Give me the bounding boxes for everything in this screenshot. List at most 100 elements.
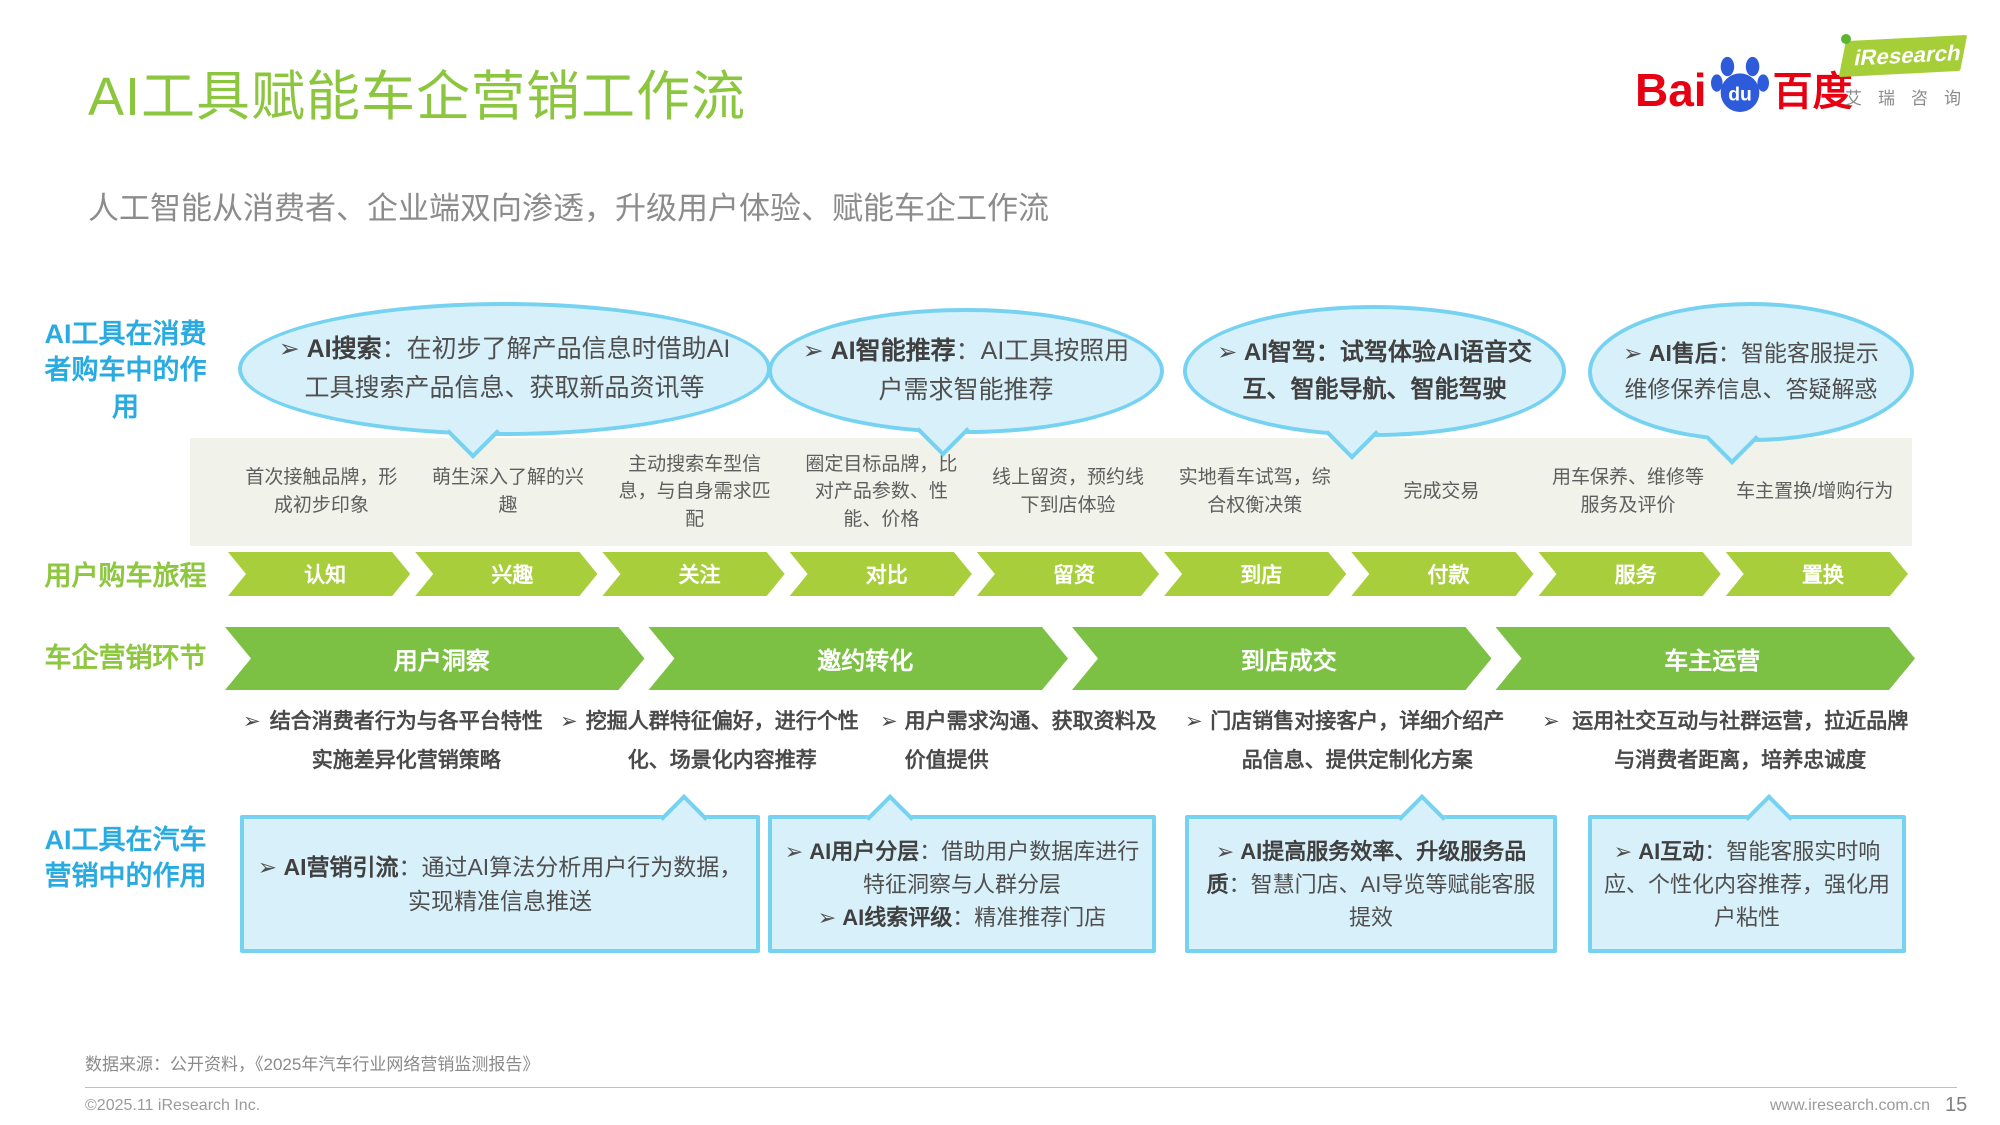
arrow-marker-icon: ➢ (1613, 838, 1633, 864)
marketing-step: 到店成交 (1072, 627, 1492, 690)
aibox-keyword: AI提高服务效率、升级服务品质 (1206, 838, 1527, 897)
journey-step: 到店 (1164, 552, 1346, 596)
arrow-marker-icon: ➢ (278, 335, 300, 364)
marketing-note: ➢ 运用社交互动与社群运营，拉近品牌与消费者距离，培养忠诚度 (1542, 703, 1914, 781)
arrow-marker-icon: ➢ (802, 337, 824, 366)
iresearch-logo: iResearch 艾 瑞 咨 询 (1838, 34, 1968, 109)
aibox-marketing-traffic: ➢ AI营销引流：通过AI算法分析用户行为数据，实现精准信息推送 (240, 793, 760, 953)
bubble-text: ➢ AI售后：智能客服提示维修保养信息、答疑解惑 (1592, 330, 1910, 413)
stage-description: 完成交易 (1403, 481, 1480, 503)
arrow-marker-icon: ➢ (784, 838, 804, 864)
box-tail-icon (660, 793, 709, 843)
aibox-item: ➢ AI线索评级：精准推荐门店 (818, 901, 1107, 934)
journey-step: 对比 (790, 552, 972, 596)
aibox-detail: ：精准推荐门店 (952, 904, 1107, 930)
stage-description: 用车保养、维修等服务及评价 (1552, 467, 1705, 516)
stage-description: 实地看车试驾，综合权衡决策 (1178, 467, 1331, 516)
marketing-steps-row: 用户洞察 邀约转化 到店成交 车主运营 (225, 627, 1915, 690)
journey-steps-row: 认知 兴趣 关注 对比 留资 到店 付款 服务 置换 (228, 552, 1908, 596)
stage-description: 主动搜索车型信息，与自身需求匹配 (618, 453, 771, 530)
aibox-user-segmentation: ➢ AI用户分层：借助用户数据库进行特征洞察与人群分层 ➢ AI线索评级：精准推… (768, 793, 1156, 953)
aibox-item: ➢ AI用户分层：借助用户数据库进行特征洞察与人群分层 (782, 835, 1142, 901)
journey-step: 认知 (228, 552, 410, 596)
marketing-note-text: 门店销售对接客户，详细介绍产品信息、提供定制化方案 (1210, 710, 1505, 772)
bubble-text: ➢ AI智能推荐：AI工具按照用户需求智能推荐 (772, 326, 1160, 416)
iresearch-logo-cn: 艾 瑞 咨 询 (1843, 84, 1963, 109)
iresearch-cn-char: 询 (1944, 89, 1961, 108)
journey-step: 关注 (602, 552, 784, 596)
journey-step: 置换 (1726, 552, 1908, 596)
marketing-note: ➢ 用户需求沟通、获取资料及价值提供 (880, 703, 1165, 781)
journey-step: 兴趣 (415, 552, 597, 596)
marketing-note-text: 挖掘人群特征偏好，进行个性化、场景化内容推荐 (585, 710, 859, 772)
aibox-interaction: ➢ AI互动：智能客服实时响应、个性化内容推荐，强化用户粘性 (1588, 793, 1906, 953)
bubble-keyword: AI智驾：试驾体验AI语音交互、智能导航、智能驾驶 (1242, 338, 1532, 403)
journey-stage-descriptions: 首次接触品牌，形成初步印象 萌生深入了解的兴趣 主动搜索车型信息，与自身需求匹配… (228, 440, 1908, 544)
marketing-step: 邀约转化 (649, 627, 1069, 690)
aibox-detail: ：通过AI算法分析用户行为数据，实现精准信息推送 (398, 853, 743, 915)
stage-description: 首次接触品牌，形成初步印象 (245, 467, 398, 516)
aibox-item: ➢ AI营销引流：通过AI算法分析用户行为数据，实现精准信息推送 (254, 850, 746, 919)
marketing-note: ➢ 挖掘人群特征偏好，进行个性化、场景化内容推荐 (560, 703, 860, 781)
svg-text:du: du (1728, 84, 1752, 105)
marketing-note-text: 结合消费者行为与各平台特性实施差异化营销策略 (269, 710, 543, 772)
arrow-marker-icon: ➢ (1542, 710, 1560, 733)
aibox-keyword: AI营销引流 (283, 853, 399, 880)
website-text: www.iresearch.com.cn (1770, 1097, 1931, 1114)
bubble-text: ➢ AI智驾：试驾体验AI语音交互、智能导航、智能驾驶 (1187, 328, 1562, 414)
bubble-keyword: AI智能推荐 (830, 337, 956, 366)
arrow-marker-icon: ➢ (560, 710, 578, 733)
bubble-detail: ：智能客服提示维修保养信息、答疑解惑 (1624, 340, 1879, 402)
aibox-detail: ：借助用户数据库进行特征洞察与人群分层 (862, 838, 1140, 897)
arrow-marker-icon: ➢ (1217, 338, 1238, 366)
arrow-marker-icon: ➢ (817, 904, 837, 930)
arrow-marker-icon: ➢ (880, 710, 898, 733)
journey-stage-band (190, 438, 1912, 546)
aibox-item: ➢ AI互动：智能客服实时响应、个性化内容推荐，强化用户粘性 (1602, 835, 1892, 934)
baidu-logo-bai: Bai (1635, 64, 1707, 116)
marketing-note: ➢ 门店销售对接客户，详细介绍产品信息、提供定制化方案 (1185, 703, 1505, 781)
stage-description: 车主置换/增购行为 (1736, 481, 1894, 503)
page-subtitle: 人工智能从消费者、企业端双向渗透，升级用户体验、赋能车企工作流 (88, 191, 1049, 226)
iresearch-cn-char: 咨 (1911, 89, 1928, 108)
row-label-marketing: 车企营销环节 (44, 643, 207, 673)
stage-description: 萌生深入了解的兴趣 (432, 467, 585, 516)
data-source-note: 数据来源：公开资料，《2025年汽车行业网络营销监测报告》 (85, 1055, 540, 1074)
aibox-keyword: AI互动 (1638, 838, 1705, 864)
arrow-marker-icon: ➢ (257, 853, 278, 880)
page-number: 15 (1945, 1094, 1968, 1116)
iresearch-logo-wordmark: iResearch (1838, 34, 1968, 78)
aibox-item: ➢ AI提高服务效率、升级服务品质：智慧门店、AI导览等赋能客服提效 (1199, 835, 1543, 934)
bubble-keyword: AI售后 (1648, 340, 1718, 367)
journey-step: 留资 (977, 552, 1159, 596)
iresearch-cn-char: 艾 (1845, 89, 1862, 108)
iresearch-logo-dot-icon (1841, 34, 1851, 44)
aibox-keyword: AI线索评级 (842, 904, 953, 930)
marketing-note-text: 运用社交互动与社群运营，拉近品牌与消费者距离，培养忠诚度 (1572, 710, 1909, 772)
aibox-service-efficiency: ➢ AI提高服务效率、升级服务品质：智慧门店、AI导览等赋能客服提效 (1185, 793, 1557, 953)
bubble-keyword: AI搜索 (306, 335, 382, 364)
arrow-marker-icon: ➢ (1623, 340, 1643, 367)
bubble-ai-search: ➢ AI搜索：在初步了解产品信息时借助AI工具搜索产品信息、获取新品资讯等 (238, 302, 771, 459)
footer-divider (85, 1087, 1957, 1088)
baidu-paw-icon: du (1710, 55, 1769, 113)
aibox-detail: ：智慧门店、AI导览等赋能客服提效 (1228, 871, 1536, 930)
stage-description: 圈定目标品牌，比对产品参数、性能、价格 (805, 453, 958, 530)
bubble-ai-driving: ➢ AI智驾：试驾体验AI语音交互、智能导航、智能驾驶 (1183, 305, 1566, 460)
row-label-marketing-ai: AI工具在汽车营销中的作用 (44, 825, 207, 892)
marketing-note: ➢ 结合消费者行为与各平台特性实施差异化营销策略 (243, 703, 545, 781)
arrow-marker-icon: ➢ (1185, 710, 1203, 733)
page-title: AI工具赋能车企营销工作流 (88, 67, 747, 127)
arrow-marker-icon: ➢ (243, 710, 261, 733)
bubble-text: ➢ AI搜索：在初步了解产品信息时借助AI工具搜索产品信息、获取新品资讯等 (242, 324, 767, 414)
journey-step: 付款 (1351, 552, 1533, 596)
bubble-ai-aftersales: ➢ AI售后：智能客服提示维修保养信息、答疑解惑 (1588, 302, 1914, 465)
baidu-logo-cn: 百度 (1772, 70, 1853, 114)
row-label-journey: 用户购车旅程 (44, 561, 207, 591)
arrow-marker-icon: ➢ (1215, 838, 1235, 864)
marketing-note-text: 用户需求沟通、获取资料及价值提供 (904, 710, 1157, 772)
marketing-step: 车主运营 (1496, 627, 1916, 690)
iresearch-cn-char: 瑞 (1878, 89, 1895, 108)
aibox-keyword: AI用户分层 (809, 838, 920, 864)
copyright-text: ©2025.11 iResearch Inc. (85, 1097, 261, 1114)
